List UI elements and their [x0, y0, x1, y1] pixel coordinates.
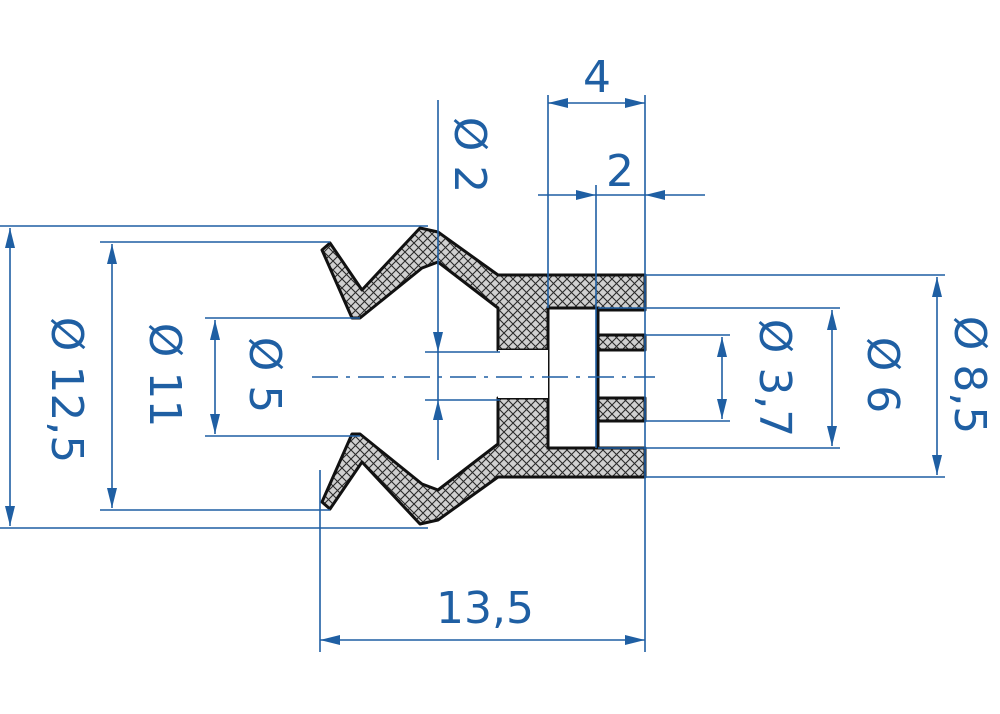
- dim-label-d8-5: Ø 8,5: [944, 316, 995, 435]
- dim-label-l13-5: 13,5: [436, 583, 534, 634]
- dim-line-d6: [827, 310, 837, 446]
- dim-line-d3-7: [717, 337, 727, 419]
- dim-line-d2: [433, 332, 443, 420]
- dim-label-d5: Ø 5: [239, 337, 290, 414]
- dim-label-d2: Ø 2: [444, 117, 495, 194]
- dim-line-l13-5: [320, 635, 645, 645]
- dim-label-w4: 4: [583, 52, 611, 103]
- dim-line-w4: [548, 98, 645, 108]
- dim-label-d11: Ø 11: [139, 323, 190, 428]
- dim-line-d12-5: [5, 228, 15, 526]
- inner-bore: [546, 306, 600, 450]
- dim-label-w2: 2: [606, 146, 634, 197]
- extension-lines: [0, 95, 945, 652]
- dim-label-d3-7: Ø 3,7: [749, 319, 800, 438]
- dim-line-d8-5: [932, 277, 942, 475]
- dim-line-d5: [210, 320, 220, 434]
- inner-passage: [498, 350, 548, 398]
- dim-line-w2: [538, 190, 705, 200]
- dim-line-d11: [107, 244, 117, 508]
- dim-label-d12-5: Ø 12,5: [41, 317, 92, 464]
- dim-label-d6: Ø 6: [857, 337, 908, 414]
